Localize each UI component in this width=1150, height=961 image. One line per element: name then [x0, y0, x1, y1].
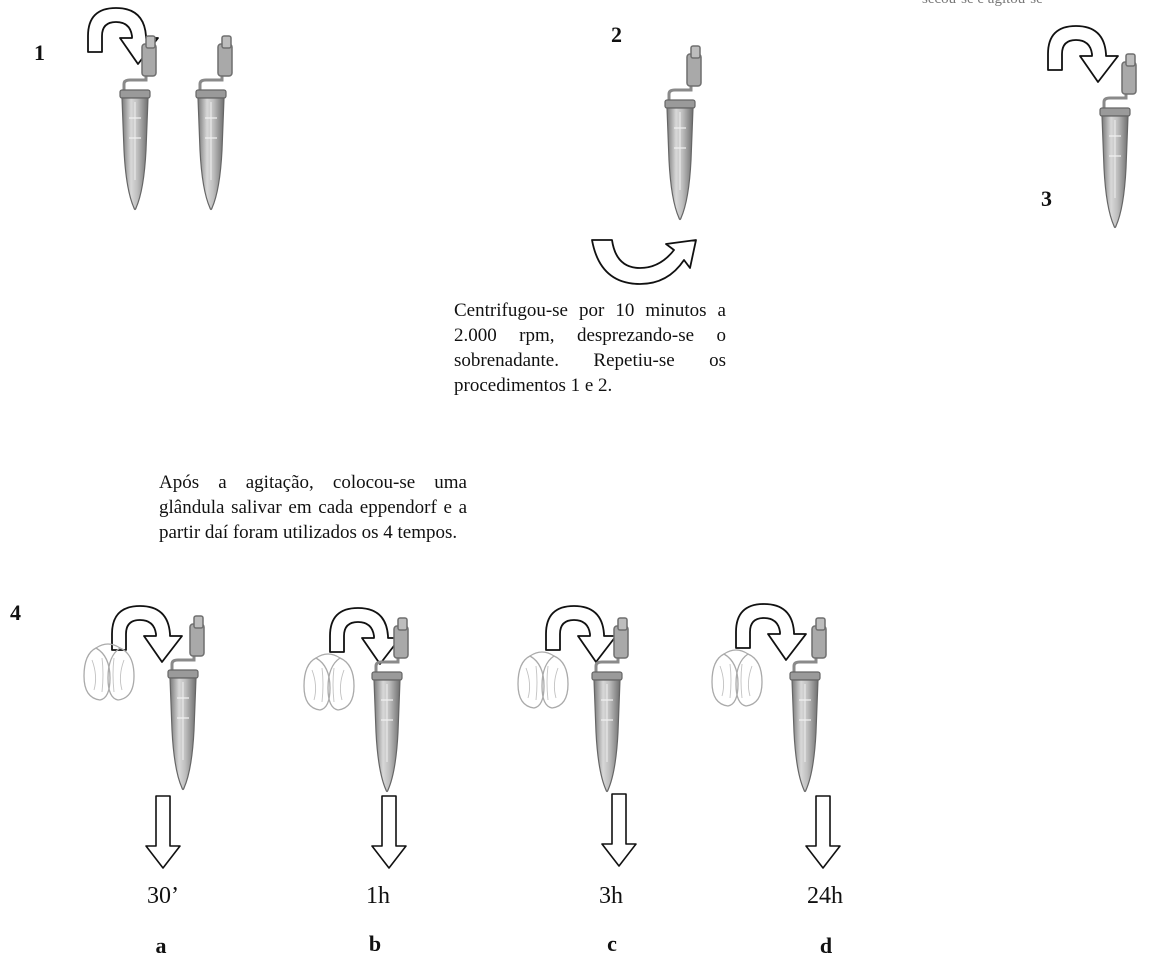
- tube-4a: [168, 610, 228, 800]
- tube-2: [665, 40, 725, 230]
- tube-1a: [120, 30, 180, 220]
- salivary-gland-icon: [300, 650, 360, 716]
- step-4-label: 4: [10, 600, 21, 626]
- salivary-gland-icon: [708, 646, 768, 712]
- tube-4b: [372, 612, 432, 802]
- cut-description-text: secou-se e agitou-se: [922, 0, 1043, 8]
- down-arrow-icon: [602, 794, 642, 874]
- time-letter: a: [141, 933, 181, 959]
- tube-1b: [196, 30, 256, 220]
- tube-4c: [592, 612, 652, 802]
- time-letter: b: [355, 931, 395, 957]
- u-arrow-icon: [590, 238, 705, 288]
- salivary-gland-icon: [514, 648, 574, 714]
- tube-4d: [790, 612, 850, 802]
- salivary-gland-icon: [80, 640, 140, 706]
- step-1-label: 1: [34, 40, 45, 66]
- step-2-label: 2: [611, 22, 622, 48]
- time-label: 24h: [780, 883, 870, 910]
- down-arrow-icon: [146, 796, 186, 876]
- centrifuge-description: Centrifugou-se por 10 minutos a 2.000 rp…: [454, 298, 726, 398]
- tube-3: [1100, 48, 1150, 238]
- time-letter: c: [592, 931, 632, 957]
- time-letter: d: [806, 933, 846, 959]
- step-3-label: 3: [1041, 186, 1052, 212]
- time-label: 3h: [566, 883, 656, 910]
- down-arrow-icon: [372, 796, 412, 876]
- time-label: 1h: [333, 883, 423, 910]
- agitation-description: Após a agitação, colocou-se uma glândula…: [159, 470, 467, 545]
- time-label: 30’: [118, 883, 208, 910]
- down-arrow-icon: [806, 796, 846, 876]
